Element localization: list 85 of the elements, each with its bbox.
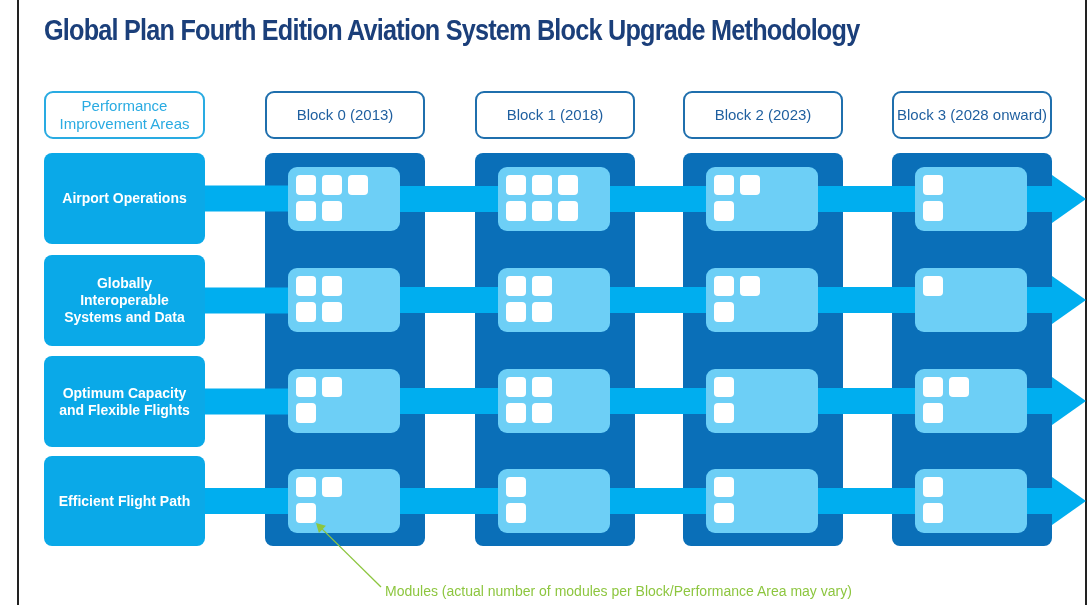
column-header: Block 1 (2018) — [475, 91, 635, 139]
module-square — [532, 201, 552, 221]
module-square — [740, 175, 760, 195]
module-square — [714, 201, 734, 221]
module-panel — [498, 369, 610, 433]
arrow — [1027, 175, 1086, 223]
category-box: Efficient Flight Path — [44, 456, 205, 546]
module-square — [296, 477, 316, 497]
module-square — [923, 403, 943, 423]
module-square — [506, 477, 526, 497]
module-panel — [288, 469, 400, 533]
column-header: Block 2 (2023) — [683, 91, 843, 139]
module-panel — [915, 369, 1027, 433]
module-square — [506, 377, 526, 397]
title: Global Plan Fourth Edition Aviation System Block Upgrade Methodology — [44, 14, 860, 47]
module-square — [348, 175, 368, 195]
module-square — [296, 403, 316, 423]
module-square — [322, 201, 342, 221]
module-square — [532, 377, 552, 397]
block-column — [265, 153, 425, 546]
module-panel — [915, 167, 1027, 231]
module-panel — [498, 268, 610, 332]
module-square — [714, 477, 734, 497]
module-square — [923, 175, 943, 195]
module-square — [923, 477, 943, 497]
module-square — [506, 201, 526, 221]
module-square — [532, 403, 552, 423]
module-square — [322, 477, 342, 497]
module-square — [506, 403, 526, 423]
block-column — [892, 153, 1052, 546]
module-square — [558, 175, 578, 195]
module-square — [532, 302, 552, 322]
column-header: Block 3 (2028 onward) — [892, 91, 1052, 139]
module-square — [322, 276, 342, 296]
module-square — [923, 201, 943, 221]
module-square — [714, 503, 734, 523]
module-square — [296, 503, 316, 523]
module-panel — [288, 268, 400, 332]
module-square — [923, 503, 943, 523]
module-panel — [706, 167, 818, 231]
module-panel — [915, 268, 1027, 332]
arrow — [1027, 276, 1086, 324]
block-column — [475, 153, 635, 546]
category-box: Airport Operations — [44, 153, 205, 244]
note-text: Modules (actual number of modules per Block/Performance Area may vary) — [385, 583, 945, 603]
module-square — [714, 175, 734, 195]
arrow — [1027, 477, 1086, 525]
module-square — [506, 302, 526, 322]
module-square — [740, 276, 760, 296]
module-square — [296, 201, 316, 221]
module-square — [714, 302, 734, 322]
module-square — [923, 276, 943, 296]
module-panel — [498, 469, 610, 533]
module-square — [714, 377, 734, 397]
module-square — [296, 175, 316, 195]
module-square — [714, 403, 734, 423]
module-square — [923, 377, 943, 397]
module-square — [532, 276, 552, 296]
module-square — [296, 302, 316, 322]
row-header: Performance Improvement Areas — [44, 91, 205, 139]
column-header: Block 0 (2013) — [265, 91, 425, 139]
module-square — [558, 201, 578, 221]
module-panel — [706, 369, 818, 433]
module-square — [532, 175, 552, 195]
module-square — [296, 276, 316, 296]
module-panel — [706, 268, 818, 332]
arrow — [1027, 377, 1086, 425]
module-square — [322, 377, 342, 397]
module-square — [506, 175, 526, 195]
module-square — [506, 503, 526, 523]
module-panel — [288, 167, 400, 231]
module-square — [949, 377, 969, 397]
module-panel — [288, 369, 400, 433]
module-square — [296, 377, 316, 397]
module-square — [714, 276, 734, 296]
category-box: Globally Interoperable Systems and Data — [44, 255, 205, 346]
module-panel — [498, 167, 610, 231]
module-square — [322, 302, 342, 322]
module-panel — [706, 469, 818, 533]
block-column — [683, 153, 843, 546]
module-square — [506, 276, 526, 296]
category-box: Optimum Capacity and Flexible Flights — [44, 356, 205, 447]
module-square — [322, 175, 342, 195]
leader-line — [316, 523, 382, 588]
module-panel — [915, 469, 1027, 533]
